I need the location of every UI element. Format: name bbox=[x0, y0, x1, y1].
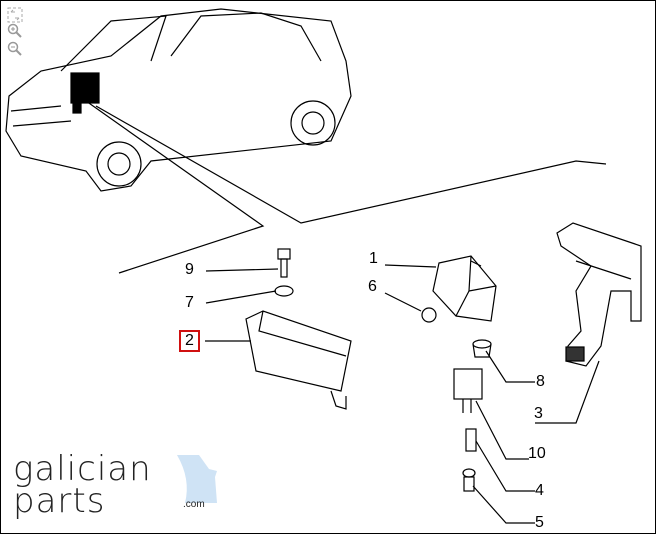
logo-car-silhouette bbox=[177, 455, 217, 503]
callout-4[interactable]: 4 bbox=[535, 482, 544, 499]
car-illustration bbox=[5, 8, 352, 192]
logo-line-2: parts bbox=[13, 481, 106, 521]
fit-screen-icon[interactable] bbox=[7, 7, 23, 23]
part-10-connector bbox=[453, 368, 483, 413]
part-1-relay-box bbox=[432, 255, 497, 322]
zoom-out-icon[interactable] bbox=[7, 41, 23, 57]
logo-suffix: .com bbox=[183, 499, 205, 510]
callout-9[interactable]: 9 bbox=[185, 261, 194, 278]
callout-7[interactable]: 7 bbox=[185, 294, 194, 311]
galicianparts-logo: galician parts .com bbox=[13, 449, 217, 521]
part-5-plug bbox=[462, 468, 476, 492]
callout-10[interactable]: 10 bbox=[528, 445, 546, 462]
part-8-cap bbox=[472, 339, 492, 358]
logo-line-1: galician bbox=[13, 449, 152, 489]
zoom-in-icon[interactable] bbox=[7, 23, 23, 39]
callout-2-highlighted[interactable]: 2 bbox=[179, 330, 200, 352]
part-2-control-unit bbox=[245, 310, 352, 410]
part-9-bolt bbox=[277, 248, 291, 278]
part-6-grommet bbox=[421, 307, 437, 323]
callout-8[interactable]: 8 bbox=[536, 373, 545, 390]
part-7-washer bbox=[274, 285, 294, 297]
part-4-terminal bbox=[465, 428, 477, 452]
part-3-bracket bbox=[556, 222, 642, 367]
callout-5[interactable]: 5 bbox=[535, 514, 544, 531]
callout-3[interactable]: 3 bbox=[534, 405, 543, 422]
callout-6[interactable]: 6 bbox=[368, 278, 377, 295]
callout-1[interactable]: 1 bbox=[369, 250, 378, 267]
